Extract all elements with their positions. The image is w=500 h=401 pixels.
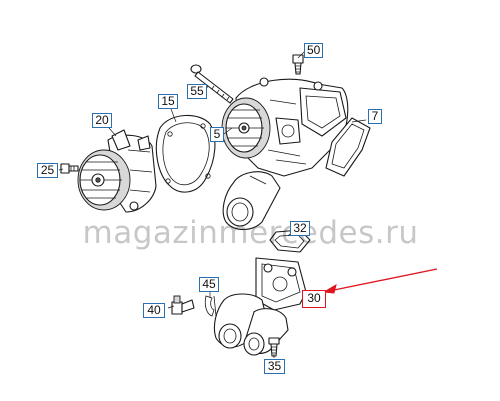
callout-40[interactable]: 40 bbox=[143, 303, 165, 318]
callout-20[interactable]: 20 bbox=[92, 113, 112, 128]
callout-45[interactable]: 45 bbox=[199, 277, 219, 292]
gasket-15 bbox=[155, 114, 216, 193]
callout-30[interactable]: 30 bbox=[302, 290, 326, 308]
clip-45 bbox=[204, 295, 217, 317]
bolt-35 bbox=[268, 337, 280, 357]
sensor-40 bbox=[171, 295, 195, 315]
watermark-text: magazinmercedes.ru bbox=[82, 215, 419, 251]
screw-25 bbox=[60, 163, 79, 174]
gasket-7 bbox=[325, 117, 371, 177]
long-bolt-55 bbox=[190, 64, 234, 104]
callout-55[interactable]: 55 bbox=[187, 84, 207, 99]
water-pump-20 bbox=[77, 129, 157, 213]
callout-15[interactable]: 15 bbox=[158, 94, 178, 109]
callout-5[interactable]: 5 bbox=[210, 127, 224, 142]
callout-32[interactable]: 32 bbox=[290, 221, 310, 236]
pump-housing-5 bbox=[221, 77, 349, 231]
callout-25[interactable]: 25 bbox=[37, 163, 58, 178]
callout-50[interactable]: 50 bbox=[304, 43, 323, 58]
bolt-50 bbox=[292, 54, 304, 75]
highlight-arrow bbox=[322, 268, 438, 294]
callout-35[interactable]: 35 bbox=[264, 359, 285, 374]
callout-7[interactable]: 7 bbox=[368, 109, 382, 124]
thermostat-housing-30 bbox=[213, 257, 307, 356]
